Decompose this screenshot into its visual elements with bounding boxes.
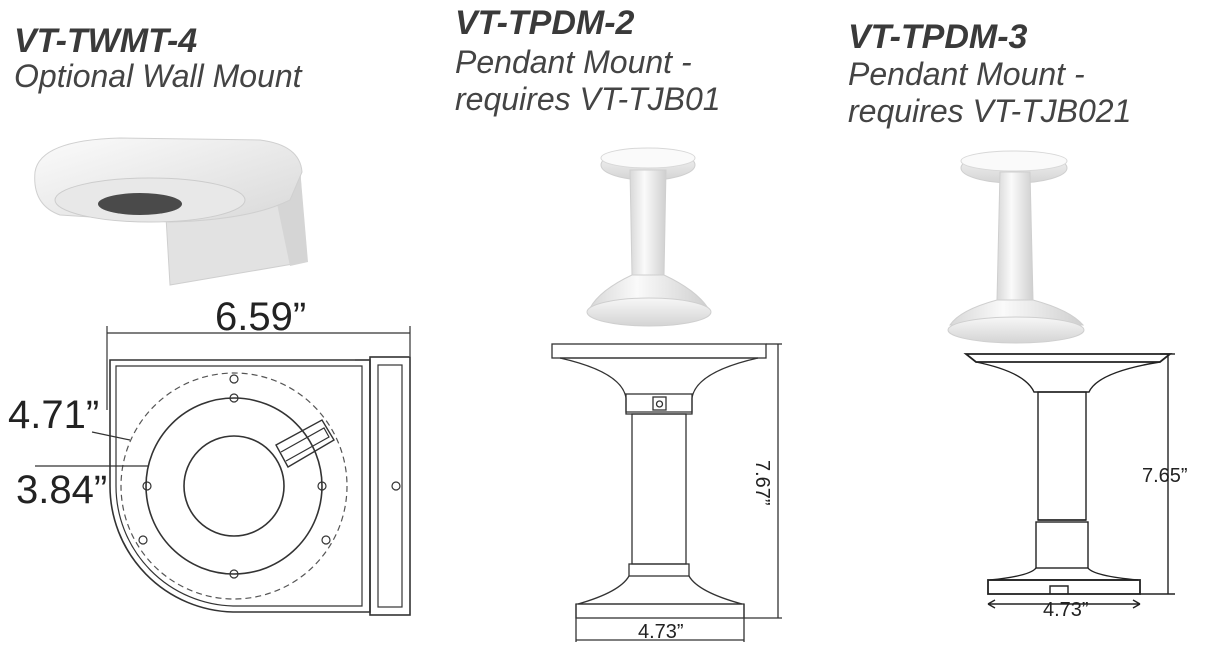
desc-tpdm3-line1: Pendant Mount -: [848, 56, 1085, 92]
dim-pdm3-base: 4.73”: [1043, 599, 1089, 621]
dim-pdm3-height: 7.65”: [1142, 465, 1188, 487]
pendant3-photo: [947, 150, 1085, 344]
model-title-twmt4: VT-TWMT-4: [14, 22, 198, 60]
desc-twmt4: Optional Wall Mount: [14, 58, 302, 94]
dim-wall-outer-dia: 4.71”: [8, 393, 99, 437]
desc-tpdm3-line2: requires VT-TJB021: [848, 93, 1132, 129]
model-title-tpdm3: VT-TPDM-3: [848, 18, 1028, 56]
dim-pdm2-base: 4.73”: [638, 621, 684, 643]
model-title-tpdm2: VT-TPDM-2: [455, 4, 635, 42]
desc-tpdm2-line1: Pendant Mount -: [455, 44, 692, 80]
wall-mount-drawing: [35, 326, 411, 616]
dim-wall-inner-dia: 3.84”: [16, 468, 107, 512]
wall-mount-photo: [34, 137, 308, 286]
dim-pdm2-height: 7.67”: [751, 460, 773, 506]
dim-wall-width: 6.59”: [215, 295, 306, 339]
pendant2-drawing: [551, 343, 782, 642]
pendant3-drawing: [963, 353, 1175, 609]
pendant2-photo: [586, 147, 712, 327]
desc-tpdm2-line2: requires VT-TJB01: [455, 81, 721, 117]
